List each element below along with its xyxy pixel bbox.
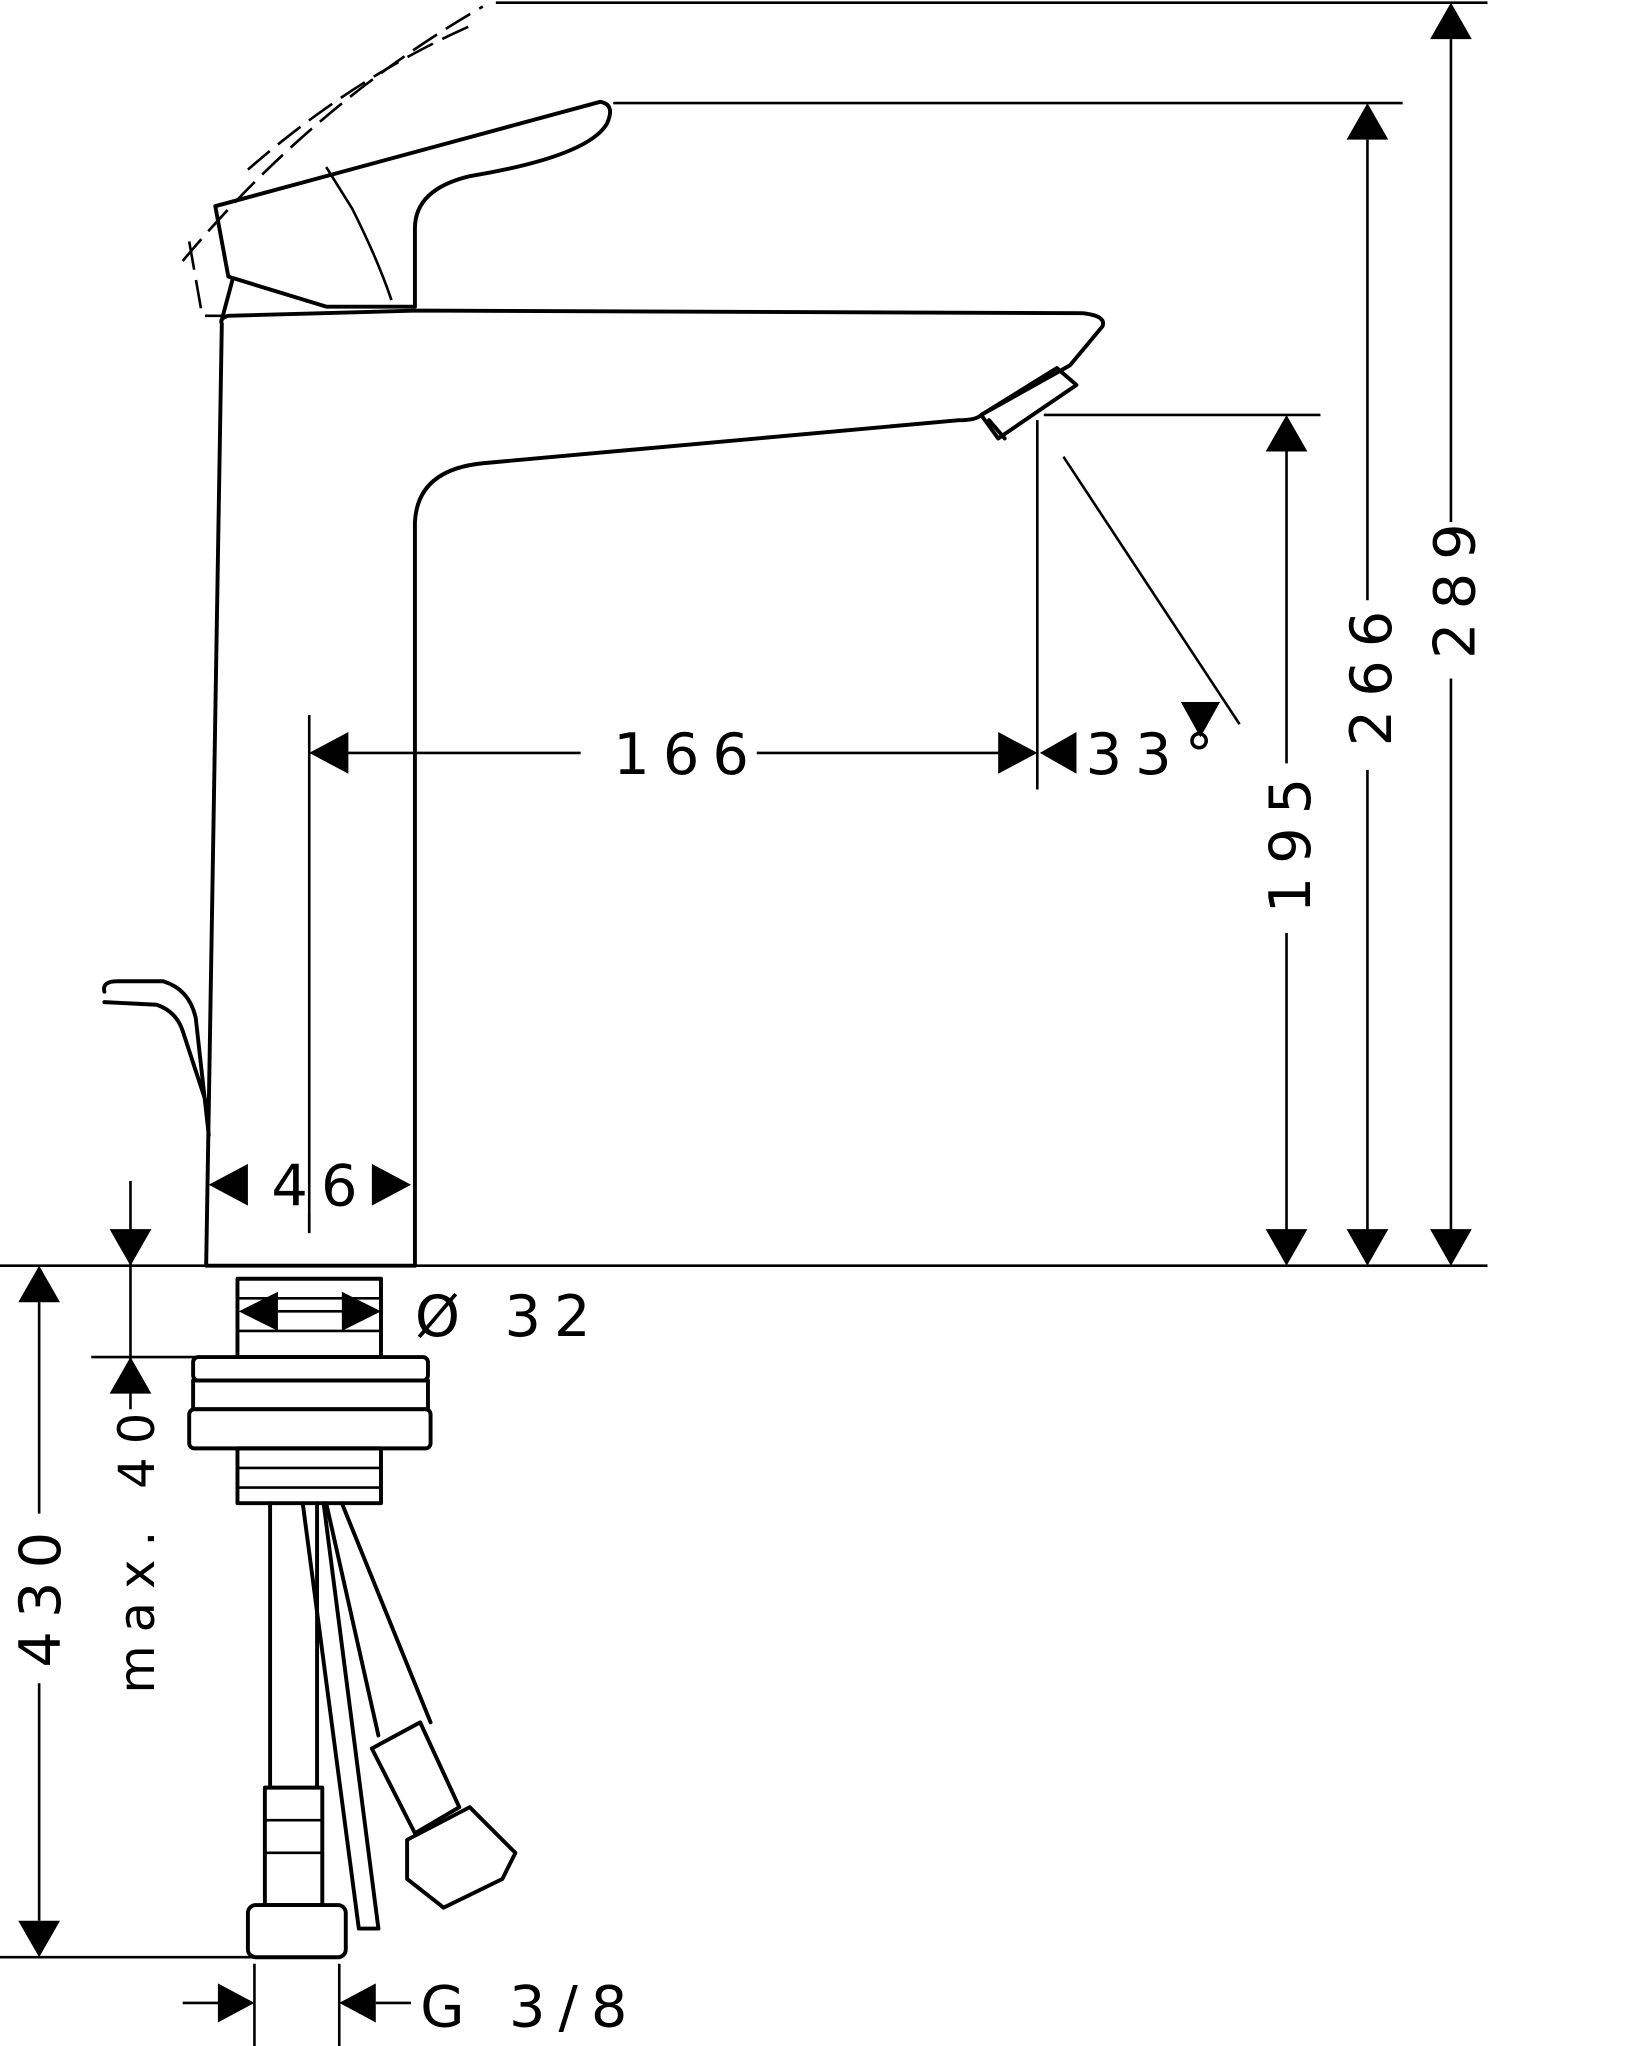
faucet-body <box>102 5 1106 1268</box>
dim-46: 46 <box>271 1153 370 1220</box>
dim-289: 289 <box>1421 510 1488 659</box>
mounting-assembly <box>187 1276 518 1960</box>
dim-max-40: max. 40 <box>108 1400 166 1694</box>
dimension-lines <box>18 2 1472 2023</box>
dim-33-degrees: 33° <box>1086 721 1227 788</box>
dim-195: 195 <box>1257 765 1324 914</box>
dim-g-3-8: G 3/8 <box>420 1973 640 2040</box>
dim-diameter-32: Ø 32 <box>415 1283 604 1350</box>
dim-430: 430 <box>7 1519 74 1668</box>
dim-166: 166 <box>613 721 762 788</box>
dim-266: 266 <box>1338 598 1405 747</box>
dimension-labels: 289 266 195 166 33° 46 Ø 32 max. 40 430 … <box>7 510 1488 2040</box>
